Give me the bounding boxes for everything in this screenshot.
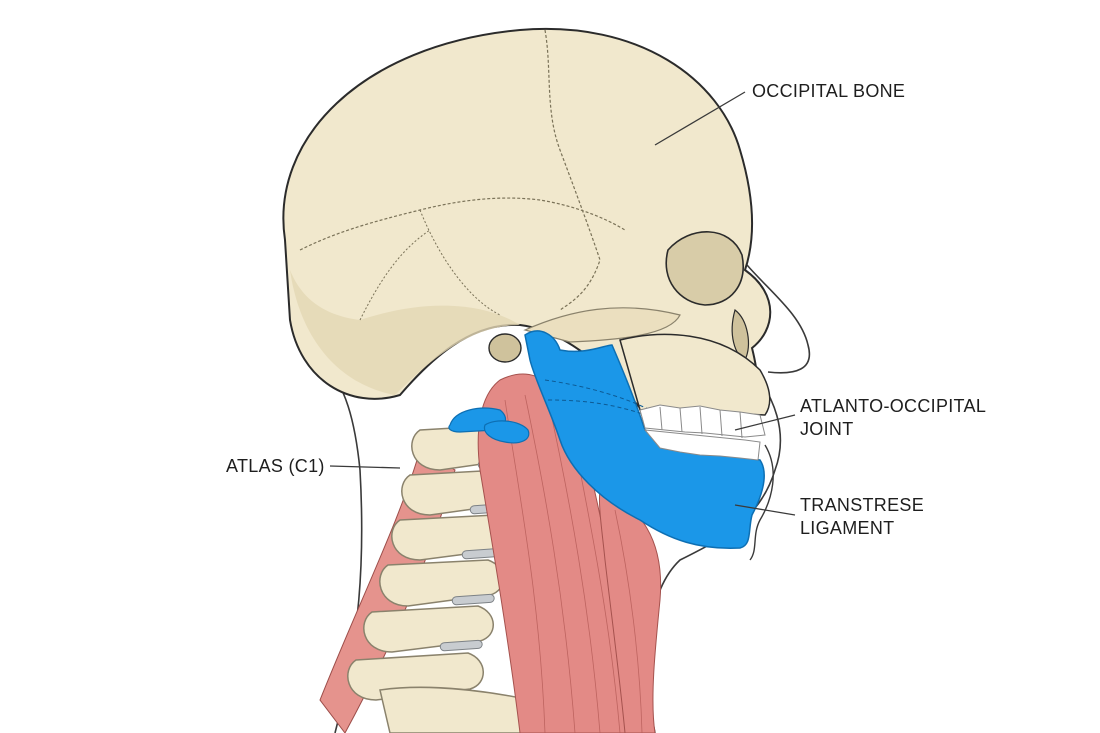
atlas-highlight — [448, 407, 530, 444]
label-transverse-ligament-line2: LIGAMENT — [800, 518, 895, 538]
label-occipital-bone-text: OCCIPITAL BONE — [752, 81, 906, 101]
external-ear-canal — [488, 333, 522, 363]
cranial-suture — [299, 197, 626, 251]
label-transverse-ligament: TRANSTRESE LIGAMENT — [800, 494, 924, 540]
maxilla — [619, 333, 771, 416]
label-atlas-c1-text: ATLAS (C1) — [226, 456, 325, 476]
teeth — [639, 404, 766, 461]
skull — [282, 27, 772, 416]
label-transverse-ligament-line1: TRANSTRESE — [800, 495, 925, 515]
leader-lines — [329, 91, 796, 516]
leader-atlanto-occipital-joint — [734, 414, 796, 431]
cranial-suture — [544, 29, 601, 311]
label-occipital-bone: OCCIPITAL BONE — [752, 80, 905, 103]
disc — [439, 639, 483, 652]
leader-occipital-bone — [654, 91, 746, 146]
leader-transverse-ligament — [734, 504, 796, 516]
cranium-shading — [290, 270, 520, 395]
vertebrae — [347, 424, 523, 701]
lower-teeth — [643, 429, 761, 461]
vertebra-c6 — [363, 605, 494, 653]
eye-orbit — [665, 231, 744, 306]
label-atlas-c1: ATLAS (C1) — [226, 455, 325, 478]
cranial-suture — [359, 209, 501, 321]
mandible-highlight — [524, 330, 765, 549]
atlas-anterior-arch — [483, 420, 530, 444]
zygomatic-arch — [523, 307, 681, 343]
leader-atlas-c1 — [329, 465, 401, 469]
label-atlanto-occipital-joint: ATLANTO-OCCIPITAL JOINT — [800, 395, 986, 441]
chin-outline — [749, 444, 774, 561]
upper-teeth — [639, 404, 766, 438]
disc — [451, 593, 495, 606]
label-atlanto-occipital-joint-line2: JOINT — [800, 419, 854, 439]
label-atlanto-occipital-joint-line1: ATLANTO-OCCIPITAL — [800, 396, 987, 416]
